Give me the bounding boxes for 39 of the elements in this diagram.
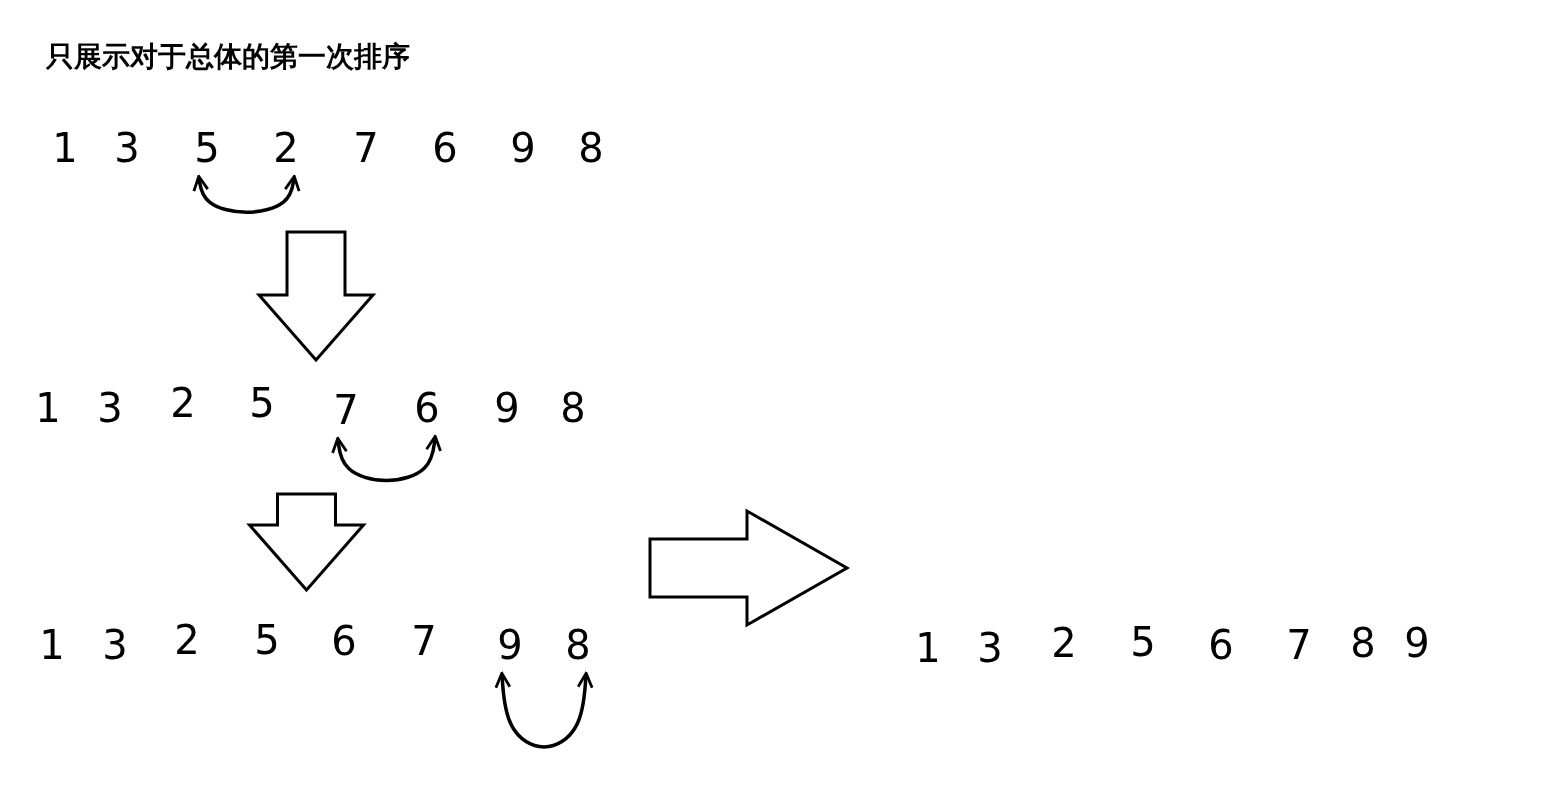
number-label: 5 <box>247 616 287 664</box>
number-label: 7 <box>326 386 366 434</box>
number-label: 7 <box>346 124 386 172</box>
number-label: 9 <box>1397 619 1437 667</box>
number-label: 9 <box>503 124 543 172</box>
number-label: 6 <box>425 124 465 172</box>
number-label: 7 <box>404 617 444 665</box>
title: 只展示对于总体的第一次排序 <box>46 39 410 75</box>
swap-arrow <box>331 434 442 483</box>
number-label: 6 <box>407 384 447 432</box>
number-label: 1 <box>32 621 72 669</box>
number-label: 1 <box>28 384 68 432</box>
block-arrow <box>246 492 367 593</box>
number-label: 2 <box>266 124 306 172</box>
number-label: 7 <box>1279 621 1319 669</box>
number-label: 6 <box>324 617 364 665</box>
number-label: 8 <box>553 384 593 432</box>
number-label: 2 <box>1044 619 1084 667</box>
number-label: 8 <box>571 124 611 172</box>
block-arrow <box>255 230 377 363</box>
number-label: 3 <box>107 124 147 172</box>
swap-arrow <box>192 174 301 214</box>
number-label: 3 <box>95 621 135 669</box>
number-label: 1 <box>908 624 948 672</box>
number-label: 9 <box>490 621 530 669</box>
number-label: 2 <box>163 379 203 427</box>
number-label: 1 <box>45 124 85 172</box>
number-label: 3 <box>90 384 130 432</box>
block-arrow <box>648 508 851 628</box>
number-label: 3 <box>970 624 1010 672</box>
swap-arrow <box>494 671 594 749</box>
number-label: 5 <box>242 379 282 427</box>
number-label: 2 <box>167 616 207 664</box>
number-label: 5 <box>187 124 227 172</box>
number-label: 8 <box>1343 619 1383 667</box>
number-label: 9 <box>487 384 527 432</box>
number-label: 5 <box>1123 618 1163 666</box>
number-label: 8 <box>558 621 598 669</box>
number-label: 6 <box>1201 621 1241 669</box>
